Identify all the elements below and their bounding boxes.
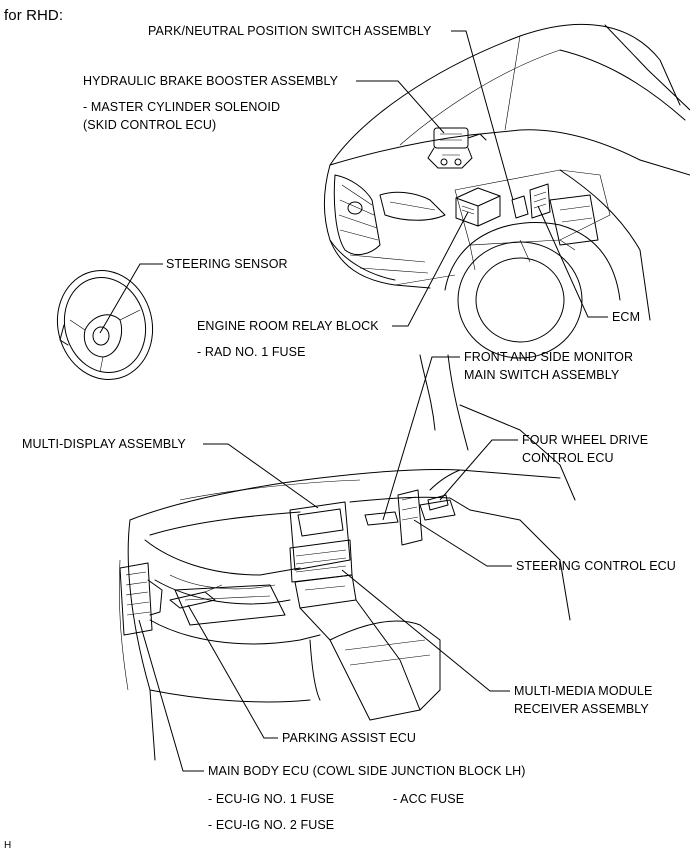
brake-booster-illustration <box>427 127 487 169</box>
leader-ecm <box>537 205 608 318</box>
label-steering-control-ecu: STEERING CONTROL ECU <box>516 559 676 573</box>
label-four-wheel-drive-1: FOUR WHEEL DRIVE <box>522 433 649 447</box>
label-skid-control-ecu: (SKID CONTROL ECU) <box>83 118 217 132</box>
leader-brake-booster <box>356 80 445 134</box>
label-multi-display: MULTI-DISPLAY ASSEMBLY <box>22 437 186 451</box>
leader-steering-sensor <box>99 263 163 334</box>
leader-park-neutral <box>451 30 514 201</box>
label-rad-fuse: - RAD NO. 1 FUSE <box>197 345 306 359</box>
label-multi-media-1: MULTI-MEDIA MODULE <box>514 684 653 698</box>
leader-lines <box>99 30 608 772</box>
label-ecu-ig2-fuse: - ECU-IG NO. 2 FUSE <box>208 818 335 832</box>
leader-multi-media <box>341 569 510 692</box>
label-four-wheel-drive-2: CONTROL ECU <box>522 451 614 465</box>
leader-main-body <box>138 619 204 772</box>
label-engine-room-relay: ENGINE ROOM RELAY BLOCK <box>197 319 379 333</box>
engine-relay-block-illustration <box>455 187 501 227</box>
leader-engine-relay <box>392 211 469 327</box>
label-parking-assist-ecu: PARKING ASSIST ECU <box>282 731 417 745</box>
page-title: for RHD: <box>4 7 64 24</box>
leader-four-wheel <box>439 439 518 501</box>
label-park-neutral-switch: PARK/NEUTRAL POSITION SWITCH ASSEMBLY <box>148 24 432 38</box>
label-ecm: ECM <box>612 310 641 324</box>
ecm-illustration <box>511 183 599 246</box>
figure-code: H <box>4 840 12 851</box>
vehicle-front-illustration <box>323 23 690 359</box>
label-front-side-monitor-1: FRONT AND SIDE MONITOR <box>464 350 634 364</box>
steering-wheel-illustration <box>56 269 154 381</box>
label-main-body-ecu: MAIN BODY ECU (COWL SIDE JUNCTION BLOCK … <box>208 764 526 778</box>
leader-parking-assist <box>187 604 278 739</box>
label-acc-fuse: - ACC FUSE <box>393 792 465 806</box>
label-master-cylinder-solenoid: - MASTER CYLINDER SOLENOID <box>83 100 281 114</box>
leader-front-side-monitor <box>382 356 460 521</box>
leader-steering-ecu <box>413 519 512 567</box>
label-steering-sensor: STEERING SENSOR <box>166 257 288 271</box>
label-ecu-ig1-fuse: - ECU-IG NO. 1 FUSE <box>208 792 335 806</box>
leader-multi-display <box>203 443 319 509</box>
label-brake-booster: HYDRAULIC BRAKE BOOSTER ASSEMBLY <box>83 74 339 88</box>
label-front-side-monitor-2: MAIN SWITCH ASSEMBLY <box>464 368 620 382</box>
label-multi-media-2: RECEIVER ASSEMBLY <box>514 702 649 716</box>
dashboard-illustration <box>118 354 576 761</box>
